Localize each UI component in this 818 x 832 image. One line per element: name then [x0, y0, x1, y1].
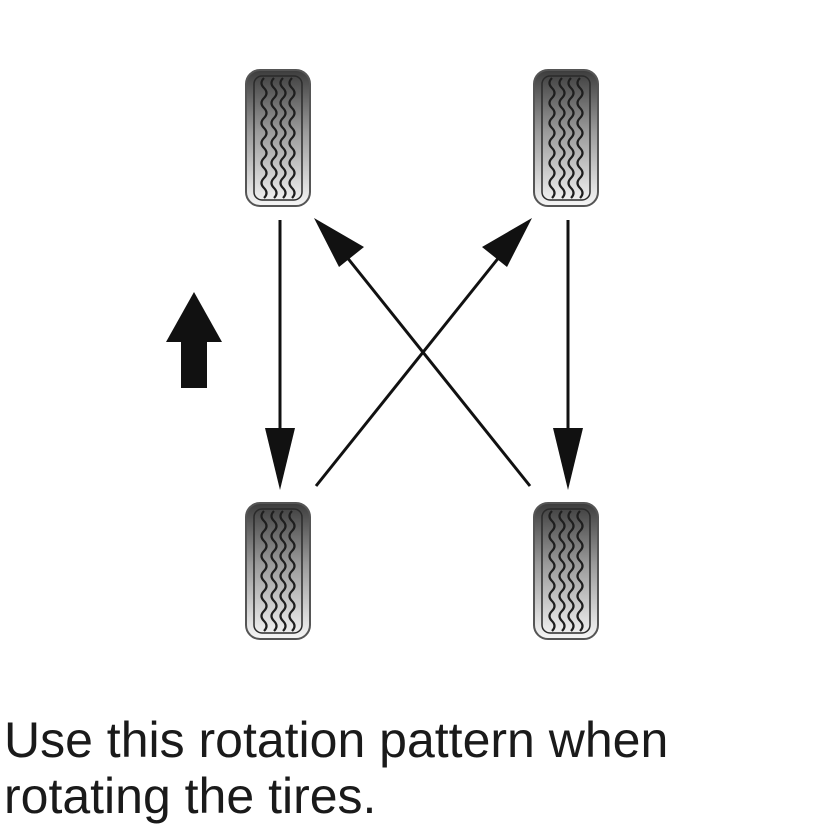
arrow-front-left-to-rear-left: [265, 220, 295, 490]
forward-arrow-icon: [166, 292, 222, 388]
tire-rear-left: [244, 501, 312, 641]
caption: Use this rotation pattern when rotating …: [4, 712, 669, 824]
tire-front-right: [532, 68, 600, 208]
arrow-rear-left-to-front-right: [314, 218, 532, 487]
arrow-front-right-to-rear-right: [553, 220, 583, 490]
tire-rear-right: [532, 501, 600, 641]
tire-rotation-diagram: [166, 68, 600, 641]
arrow-rear-right-to-front-left: [314, 218, 532, 487]
tire-front-left: [244, 68, 312, 208]
